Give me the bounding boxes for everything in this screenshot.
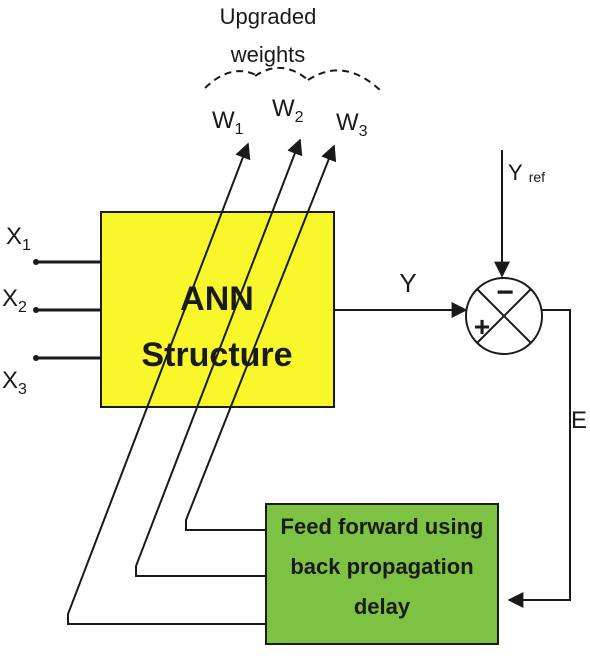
weight-w2-base: W [272,95,295,122]
summing-junction-cross-b [476,288,532,344]
feedback-box-line1: Feed forward using [281,514,484,539]
summing-minus-sign: − [496,276,514,309]
weight-label-w1: W1 [212,107,244,138]
weights-brace-left [204,70,259,89]
yref-sub: ref [529,169,545,185]
weight-update-path-w2 [135,138,303,577]
input-label-x3: X3 [2,367,27,398]
input-x1-sub: 1 [22,237,31,254]
output-y-label: Y [399,268,416,298]
input-x1-base: X [6,223,22,250]
error-path [507,309,571,608]
summing-plus-sign: + [474,311,490,342]
weights-brace-right [307,69,383,93]
yref-base: Y [508,160,523,185]
input-label-x2: X2 [2,285,27,316]
weight-update-path-w1 [67,142,266,625]
feedback-box-line3: delay [354,594,411,619]
weights-caption-line2: weights [230,42,306,67]
weight-w1-sub: 1 [235,121,244,138]
input-x2-sub: 2 [18,299,27,316]
input-x3-base: X [2,367,18,394]
input-x2-base: X [2,285,18,312]
weight-update-path-w3 [185,144,337,531]
weight-label-w3: W3 [336,109,368,140]
input-x3-sub: 3 [18,381,27,398]
weight-label-w2: W2 [272,95,304,126]
weight-w1-base: W [212,107,235,134]
input-label-x1: X1 [6,223,31,254]
weights-brace-middle [254,67,309,81]
weight-w3-sub: 3 [359,123,368,140]
weights-caption-line1: Upgraded [220,4,317,29]
ann-box-line1: ANN [180,280,254,318]
feedback-box [265,503,499,645]
error-label: E [571,407,587,434]
weight-w2-sub: 2 [295,109,304,126]
feedback-box-line2: back propagation [290,554,473,579]
weight-w3-base: W [336,109,359,136]
